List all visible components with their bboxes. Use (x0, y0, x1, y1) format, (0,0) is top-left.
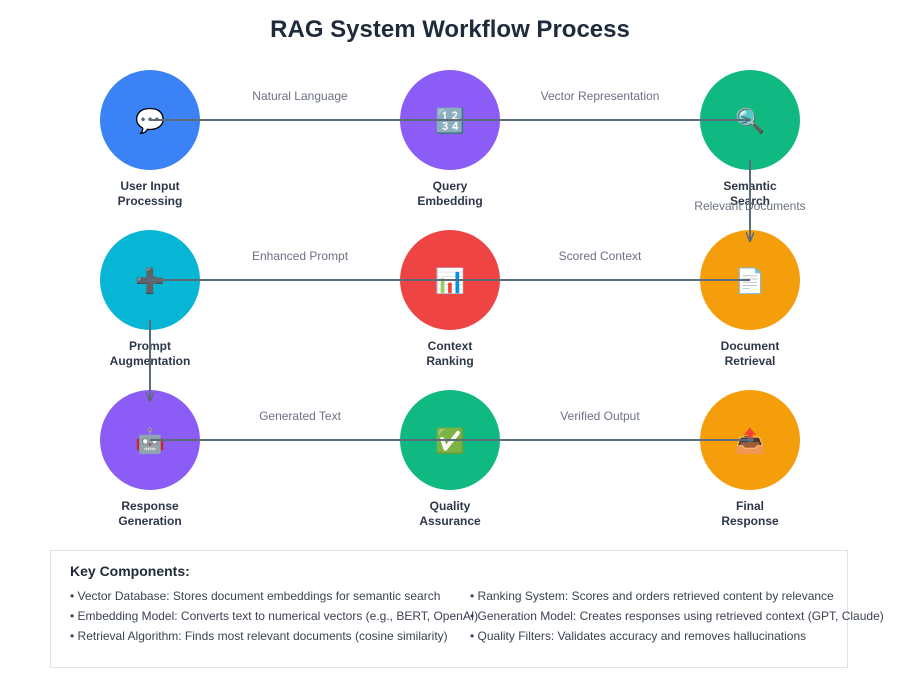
node-label-line2: Generation (118, 514, 181, 528)
node-label-line1: Document (721, 339, 780, 353)
legend-item-generation-model: • Generation Model: Creates responses us… (470, 609, 884, 623)
edge-label-natural-language: Natural Language (252, 89, 348, 103)
edge-label-vector-representation: Vector Representation (541, 89, 660, 103)
node-label-line2: Retrieval (725, 354, 776, 368)
node-label-line1: Final (736, 499, 764, 513)
node-label-line2: Ranking (426, 354, 473, 368)
edge-label-verified-output: Verified Output (560, 409, 640, 423)
node-label-line2: Assurance (419, 514, 481, 528)
node-label-line1: Response (121, 499, 179, 513)
node-label-line2: Response (721, 514, 779, 528)
workflow-diagram: 💬User InputProcessing🔢QueryEmbedding🔍Sem… (100, 70, 806, 528)
legend-column-left: • Vector Database: Stores document embed… (70, 589, 480, 649)
node-label-line2: Embedding (417, 194, 482, 208)
node-label-line1: User Input (120, 179, 179, 193)
legend-item-embedding-model: • Embedding Model: Converts text to nume… (70, 609, 479, 623)
node-label-line1: Context (428, 339, 473, 353)
legend-item-vector-database: • Vector Database: Stores document embed… (70, 589, 441, 603)
edge-label-enhanced-prompt: Enhanced Prompt (252, 249, 349, 263)
legend-item-retrieval-algorithm: • Retrieval Algorithm: Finds most releva… (70, 629, 448, 643)
legend-title: Key Components: (70, 563, 190, 579)
page-title: RAG System Workflow Process (270, 16, 630, 43)
edge-label-scored-context: Scored Context (559, 249, 642, 263)
legend-item-quality-filters: • Quality Filters: Validates accuracy an… (470, 629, 807, 643)
edge-label-generated-text: Generated Text (259, 409, 341, 423)
edge-label-relevant-documents: Relevant Documents (694, 199, 805, 213)
node-label-line1: Quality (430, 499, 471, 513)
legend-column-right: • Ranking System: Scores and orders retr… (470, 589, 900, 649)
legend-item-ranking-system: • Ranking System: Scores and orders retr… (470, 589, 834, 603)
node-label-line2: Processing (118, 194, 183, 208)
node-label-line1: Query (433, 179, 468, 193)
key-components-panel: Key Components: • Vector Database: Store… (50, 550, 884, 668)
